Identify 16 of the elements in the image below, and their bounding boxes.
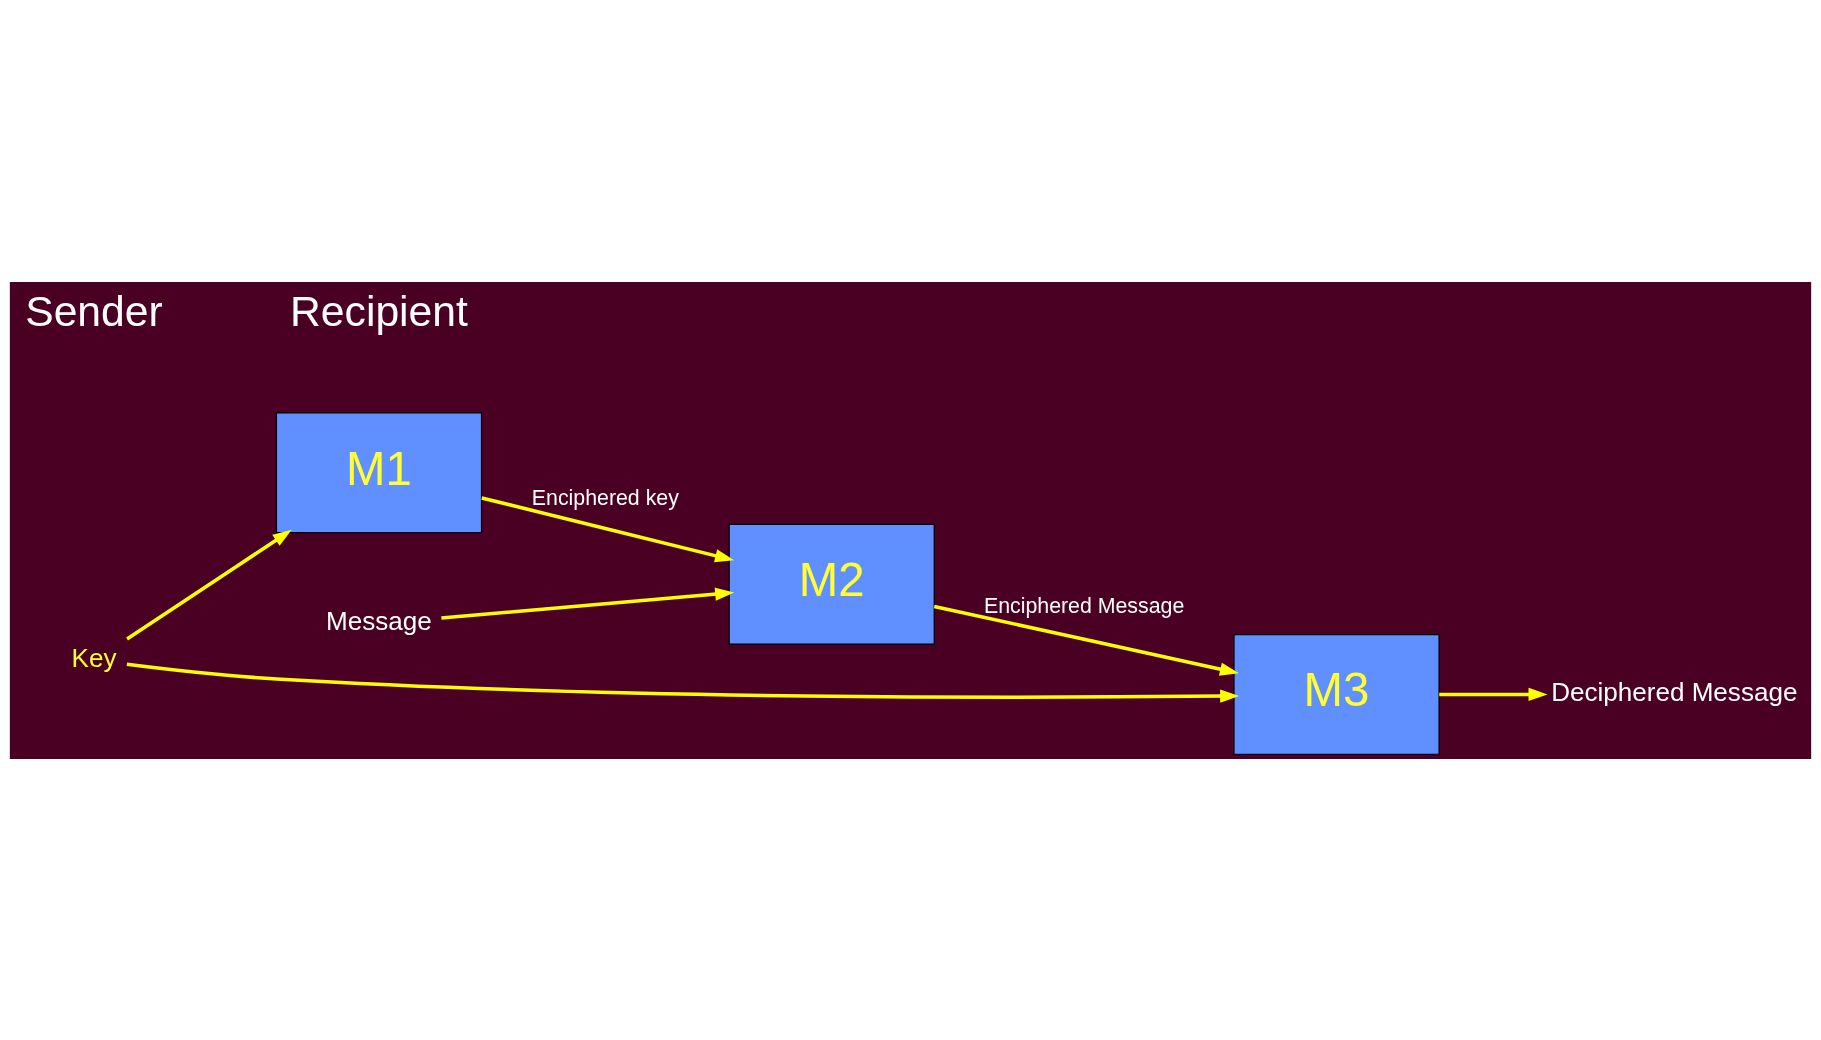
arrow [441, 587, 735, 620]
arrow [933, 604, 1239, 676]
label: Recipient [290, 286, 468, 335]
node-box: M1 [275, 411, 483, 533]
arrow [126, 661, 1240, 703]
node-box: M3 [1233, 633, 1440, 755]
node-text: Deciphered Message [1551, 676, 1798, 707]
edge-label: Enciphered key [531, 485, 679, 510]
arrow [126, 529, 292, 640]
arrow [1439, 687, 1548, 701]
node-text: Message [326, 605, 432, 636]
arrow [481, 495, 735, 562]
label: Sender [25, 286, 163, 335]
node-text: Key [71, 642, 117, 673]
edge-label: Enciphered Message [983, 593, 1185, 618]
node-box: M2 [728, 523, 935, 645]
